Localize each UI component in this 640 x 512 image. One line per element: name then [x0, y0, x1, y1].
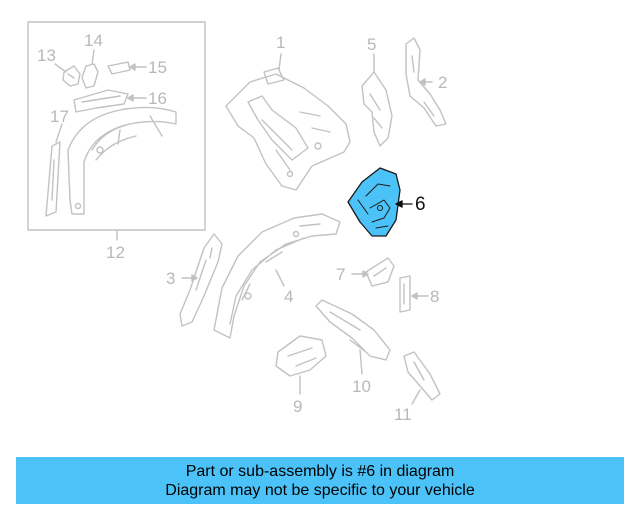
- part-1-hole-2: [286, 170, 294, 178]
- leader-7-arrow: [362, 270, 369, 278]
- callout-4: 4: [284, 287, 294, 306]
- leader-6-arrow: [395, 200, 403, 208]
- callout-9: 9: [293, 397, 303, 416]
- leader-15-arrow: [129, 63, 136, 71]
- part-14: [81, 63, 99, 89]
- callout-8: 8: [430, 287, 440, 306]
- leader-13: [54, 63, 67, 73]
- part-5: [361, 71, 393, 147]
- part-1-hole: [314, 142, 322, 150]
- callout-17: 17: [50, 107, 69, 126]
- part-10: [315, 299, 391, 361]
- part-12-hole: [96, 146, 104, 154]
- leader-8-arrow: [411, 292, 418, 300]
- leader-16-arrow: [127, 94, 134, 102]
- part-16: [73, 89, 129, 113]
- callout-14: 14: [84, 31, 103, 50]
- callout-10: 10: [352, 377, 371, 396]
- callout-5: 5: [367, 35, 377, 54]
- part-8: [399, 275, 411, 313]
- part-6: [347, 167, 401, 237]
- part-12-wheelhouse: [67, 106, 177, 215]
- part-4: [213, 213, 341, 339]
- callout-15: 15: [148, 58, 167, 77]
- leader-17: [55, 123, 63, 143]
- leader-3-arrow: [191, 274, 198, 282]
- leader-11: [411, 389, 421, 405]
- part-1-bracket: [263, 67, 285, 85]
- part-1: [225, 73, 351, 191]
- info-banner: Part or sub-assembly is #6 in diagram Di…: [16, 457, 624, 504]
- leader-2-arrow: [419, 78, 426, 86]
- callout-16: 16: [148, 89, 167, 108]
- part-9: [275, 335, 327, 377]
- part-12-hole-2: [74, 202, 82, 210]
- leader-1: [278, 53, 282, 71]
- diagram-drawing: [27, 21, 447, 405]
- callout-11: 11: [394, 405, 412, 424]
- part-3: [179, 233, 223, 327]
- leader-4: [275, 269, 285, 287]
- banner-line-2: Diagram may not be specific to your vehi…: [165, 482, 475, 499]
- parts-diagram: 1 2 3 4 5 6 7 8 9 10 11 12 13 14 15 16 1…: [27, 21, 448, 424]
- part-11: [403, 351, 441, 401]
- callout-7: 7: [336, 265, 346, 284]
- part-2: [405, 37, 447, 127]
- leader-10: [359, 349, 363, 375]
- banner-line-1: Part or sub-assembly is #6 in diagram: [185, 463, 455, 480]
- part-6-hole: [377, 205, 383, 211]
- callout-3: 3: [166, 269, 176, 288]
- callout-12: 12: [106, 243, 125, 262]
- part-13: [62, 65, 81, 87]
- part-17: [45, 141, 61, 217]
- part-6-detail: [357, 183, 391, 229]
- callout-6: 6: [415, 194, 426, 215]
- part-4-hole: [244, 292, 252, 300]
- callout-2: 2: [438, 73, 448, 92]
- callout-13: 13: [37, 46, 56, 65]
- callout-1: 1: [276, 33, 286, 52]
- leader-14: [91, 49, 95, 65]
- part-15: [107, 61, 131, 75]
- part-4-hole-2: [292, 230, 300, 238]
- part-7: [365, 257, 395, 287]
